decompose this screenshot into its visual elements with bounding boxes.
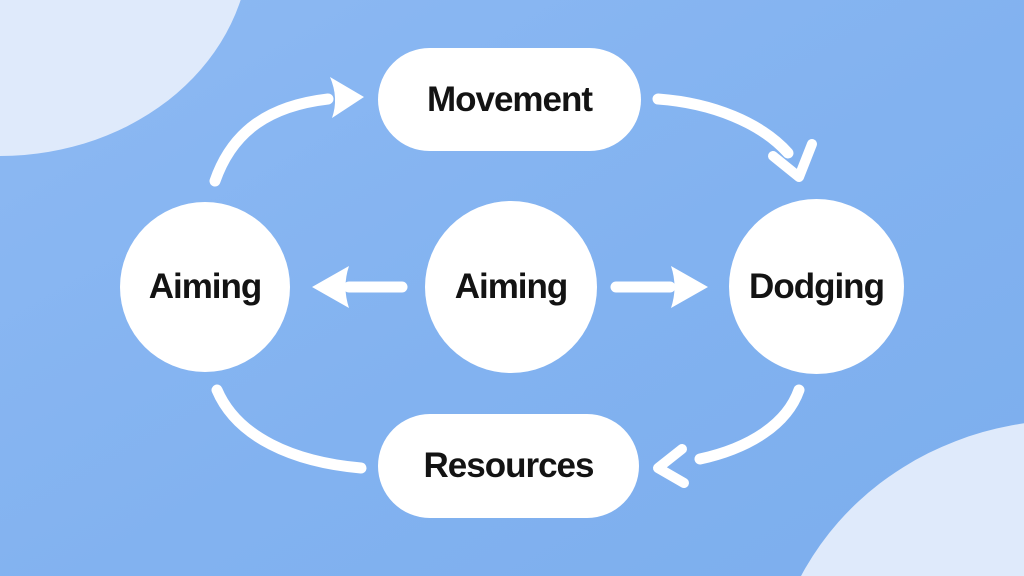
arrow-movement-to-dodging (652, 93, 817, 182)
arrow-aiming-left-to-movement (209, 77, 364, 187)
arrow-aiming-center-to-dodging (610, 266, 708, 308)
node-aiming-left-label: Aiming (148, 267, 263, 306)
arrow-dodging-to-resources (653, 384, 805, 488)
connector-aiming-left-to-resources (211, 384, 367, 474)
node-movement: Movement (378, 48, 641, 151)
node-aiming-center: Aiming (425, 201, 597, 373)
node-dodging-label: Dodging (749, 266, 885, 306)
node-movement-label: Movement (426, 79, 593, 119)
node-resources-label: Resources (423, 446, 595, 485)
node-aiming-center-label: Aiming (454, 267, 569, 306)
node-aiming-left: Aiming (120, 202, 290, 372)
node-resources: Resources (378, 414, 639, 518)
node-dodging: Dodging (729, 199, 904, 374)
arrow-aiming-center-to-aiming-left (312, 266, 408, 308)
